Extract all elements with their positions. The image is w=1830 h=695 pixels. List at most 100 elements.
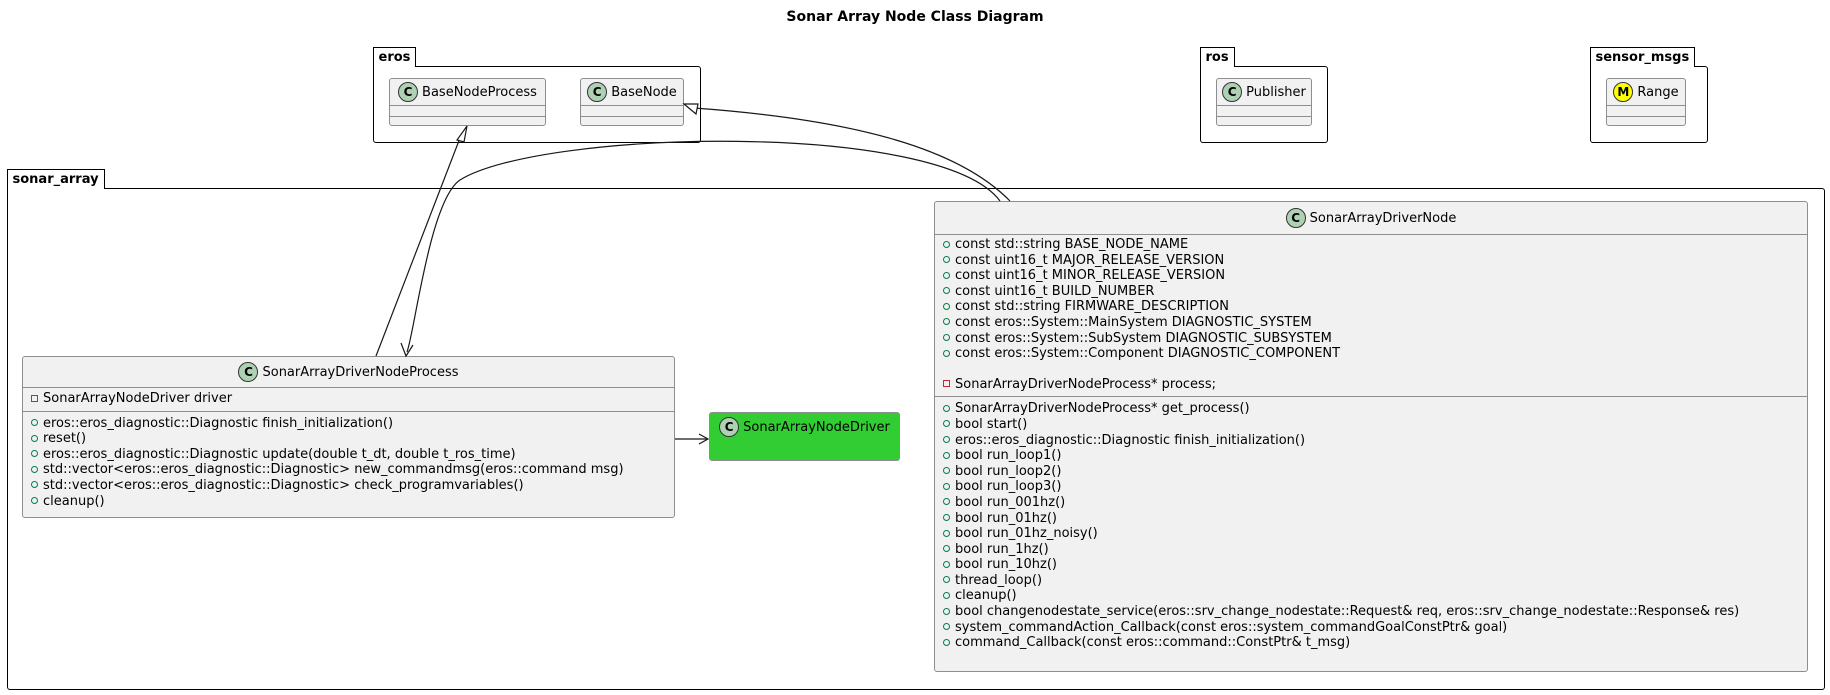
member-text: reset() <box>43 431 87 447</box>
public-visibility-icon <box>943 331 955 347</box>
public-visibility-icon <box>943 417 955 433</box>
member-text: const eros::System::SubSystem DIAGNOSTIC… <box>955 330 1332 346</box>
public-visibility-icon <box>943 511 955 527</box>
class-publisher: C Publisher <box>1216 78 1312 126</box>
public-visibility-icon <box>943 588 955 604</box>
public-visibility-icon <box>31 478 43 494</box>
public-visibility-icon <box>943 635 955 651</box>
member-text: const uint16_t BUILD_NUMBER <box>955 283 1155 299</box>
member-text: const eros::System::MainSystem DIAGNOSTI… <box>955 314 1312 330</box>
class-icon: C <box>1285 208 1306 228</box>
public-visibility-icon <box>943 448 955 464</box>
public-visibility-icon <box>31 447 43 463</box>
class-member: bool run_loop2() <box>935 464 1807 480</box>
member-text: bool run_loop3() <box>955 479 1062 495</box>
class-member: const uint16_t MAJOR_RELEASE_VERSION <box>935 253 1807 269</box>
class-member: bool run_10hz() <box>935 557 1807 573</box>
public-visibility-icon <box>943 401 955 417</box>
public-visibility-icon <box>31 462 43 478</box>
message-icon: M <box>1613 82 1634 102</box>
class-member: const std::string BASE_NODE_NAME <box>935 237 1807 253</box>
private-visibility-icon <box>943 377 955 393</box>
package-sensor-msgs-label: sensor_msgs <box>1589 47 1696 67</box>
member-text: std::vector<eros::eros_diagnostic::Diagn… <box>43 462 624 478</box>
class-member: command_Callback(const eros::command::Co… <box>935 635 1807 651</box>
class-member: thread_loop() <box>935 573 1807 589</box>
class-member: bool run_loop1() <box>935 448 1807 464</box>
class-member: bool run_loop3() <box>935 479 1807 495</box>
public-visibility-icon <box>943 526 955 542</box>
class-member: SonarArrayDriverNodeProcess* process; <box>935 377 1807 393</box>
class-name: Publisher <box>1246 84 1306 100</box>
package-ros-label: ros <box>1199 47 1235 67</box>
class-member: bool changenodestate_service(eros::srv_c… <box>935 604 1807 620</box>
member-text: bool run_1hz() <box>955 541 1049 557</box>
class-icon: C <box>719 417 740 437</box>
public-visibility-icon <box>943 315 955 331</box>
class-member: cleanup() <box>935 588 1807 604</box>
member-text: SonarArrayDriverNodeProcess* get_process… <box>955 401 1250 417</box>
class-name: SonarArrayNodeDriver <box>743 419 890 435</box>
member-text: SonarArrayNodeDriver driver <box>43 391 233 406</box>
member-text: bool run_loop1() <box>955 448 1062 464</box>
public-visibility-icon <box>943 604 955 620</box>
class-name: BaseNode <box>611 84 677 100</box>
public-visibility-icon <box>943 557 955 573</box>
member-text: eros::eros_diagnostic::Diagnostic update… <box>43 446 516 462</box>
member-text: bool run_01hz() <box>955 510 1057 526</box>
class-icon: C <box>398 82 419 102</box>
member-text: bool start() <box>955 416 1028 432</box>
class-sonar-array-driver-node: C SonarArrayDriverNode const std::string… <box>934 201 1808 672</box>
public-visibility-icon <box>943 573 955 589</box>
member-text: thread_loop() <box>955 572 1043 588</box>
class-member: eros::eros_diagnostic::Diagnostic finish… <box>935 433 1807 449</box>
public-visibility-icon <box>943 479 955 495</box>
class-icon: C <box>1222 82 1243 102</box>
member-text: bool run_loop2() <box>955 463 1062 479</box>
public-visibility-icon <box>943 433 955 449</box>
class-member: bool start() <box>935 417 1807 433</box>
member-text: std::vector<eros::eros_diagnostic::Diagn… <box>43 477 524 493</box>
package-ros: ros <box>1199 47 1328 143</box>
diagram-title: Sonar Array Node Class Diagram <box>786 9 1044 25</box>
class-member: bool run_01hz() <box>935 511 1807 527</box>
public-visibility-icon <box>943 464 955 480</box>
public-visibility-icon <box>943 268 955 284</box>
member-text: SonarArrayDriverNodeProcess* process; <box>955 376 1216 392</box>
class-sonar-array-driver-node-process: C SonarArrayDriverNodeProcess SonarArray… <box>22 356 675 518</box>
member-text: eros::eros_diagnostic::Diagnostic finish… <box>43 415 394 431</box>
public-visibility-icon <box>943 542 955 558</box>
member-text: const std::string FIRMWARE_DESCRIPTION <box>955 299 1230 315</box>
class-icon: C <box>587 82 608 102</box>
member-text: bool changenodestate_service(eros::srv_c… <box>955 604 1740 620</box>
class-member: std::vector<eros::eros_diagnostic::Diagn… <box>23 478 674 494</box>
public-visibility-icon <box>943 253 955 269</box>
class-name: Range <box>1637 84 1679 100</box>
public-visibility-icon <box>943 620 955 636</box>
class-member: bool run_1hz() <box>935 542 1807 558</box>
class-member: eros::eros_diagnostic::Diagnostic finish… <box>23 416 674 432</box>
class-member: const eros::System::Component DIAGNOSTIC… <box>935 346 1807 362</box>
class-member: SonarArrayNodeDriver driver <box>23 391 674 407</box>
member-text: bool run_001hz() <box>955 494 1066 510</box>
class-member: std::vector<eros::eros_diagnostic::Diagn… <box>23 462 674 478</box>
class-member: bool run_01hz_noisy() <box>935 526 1807 542</box>
member-text: bool run_01hz_noisy() <box>955 526 1098 542</box>
class-icon: C <box>238 362 259 382</box>
member-text: command_Callback(const eros::command::Co… <box>955 635 1351 651</box>
class-sonar-array-node-driver: C SonarArrayNodeDriver <box>709 412 900 461</box>
class-member: const eros::System::SubSystem DIAGNOSTIC… <box>935 331 1807 347</box>
edge-node-extends-base-node <box>682 103 1011 202</box>
member-text: cleanup() <box>43 493 105 509</box>
class-base-node-process: C BaseNodeProcess <box>389 78 546 126</box>
member-text: const uint16_t MAJOR_RELEASE_VERSION <box>955 252 1225 268</box>
class-member: const eros::System::MainSystem DIAGNOSTI… <box>935 315 1807 331</box>
public-visibility-icon <box>943 495 955 511</box>
member-text: eros::eros_diagnostic::Diagnostic finish… <box>955 432 1306 448</box>
package-sonar-array-label: sonar_array <box>6 169 105 189</box>
class-member: SonarArrayDriverNodeProcess* get_process… <box>935 401 1807 417</box>
class-name: BaseNodeProcess <box>422 84 537 100</box>
class-member: bool run_001hz() <box>935 495 1807 511</box>
private-visibility-icon <box>31 391 43 407</box>
public-visibility-icon <box>943 237 955 253</box>
